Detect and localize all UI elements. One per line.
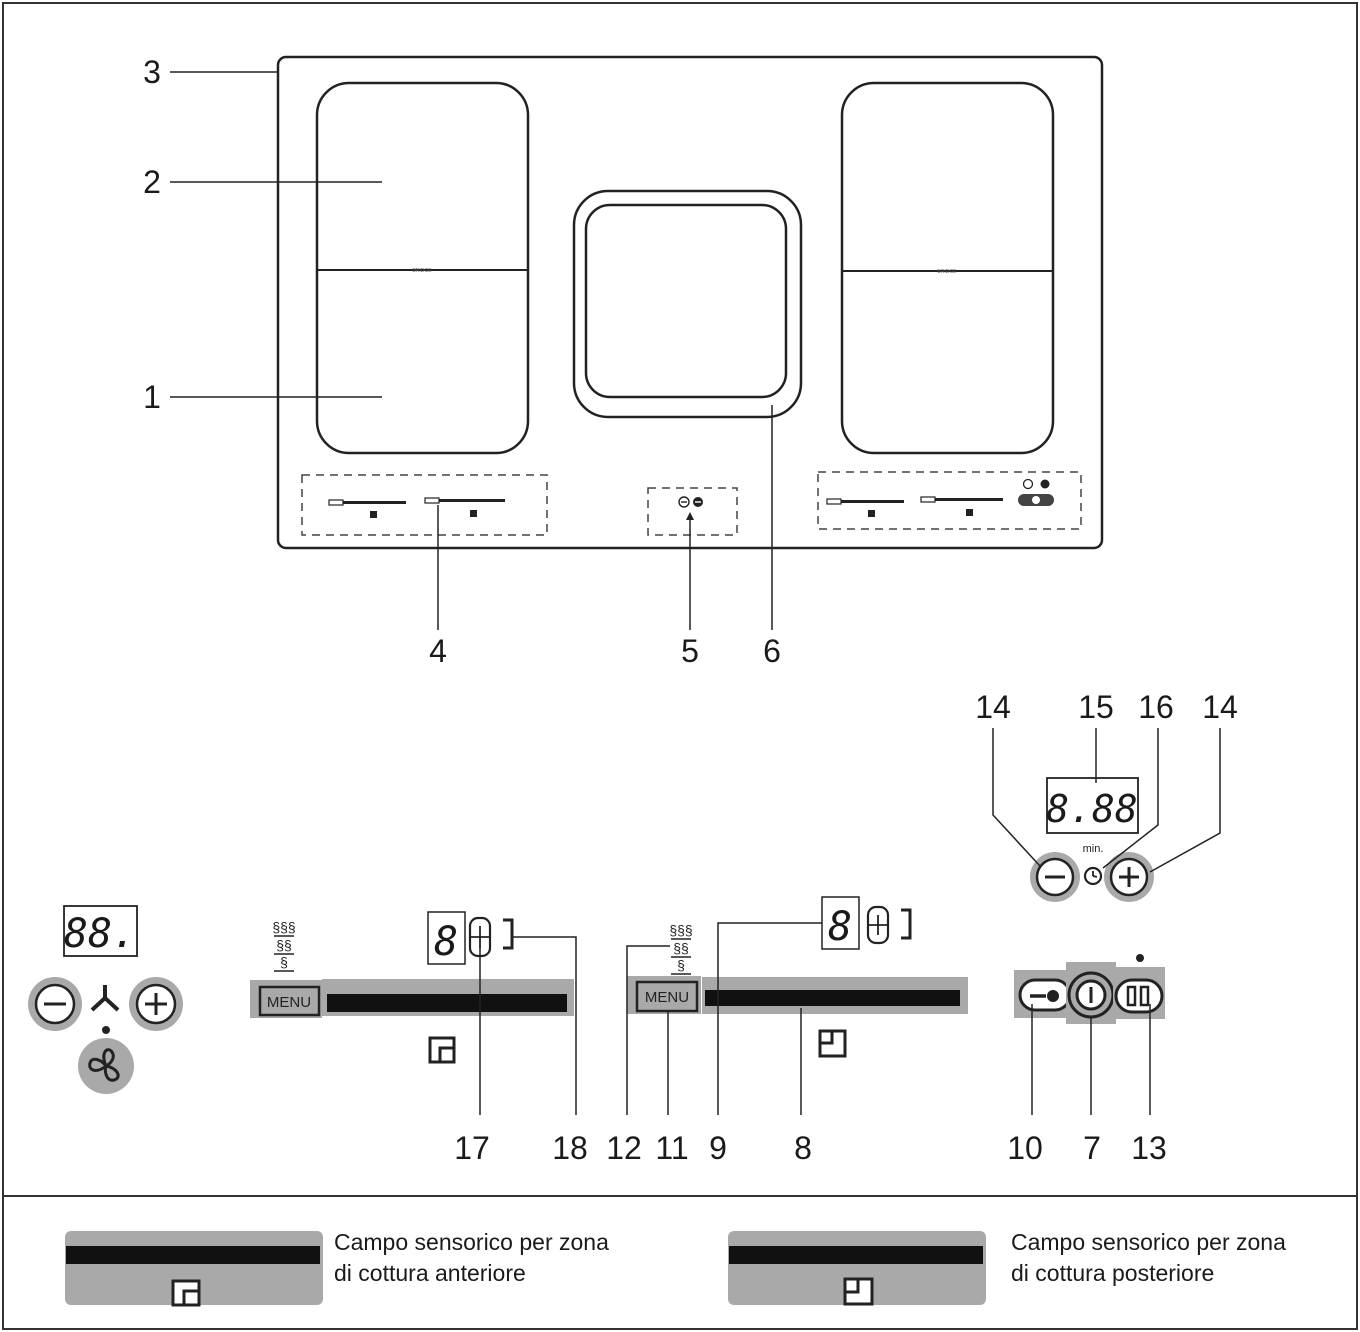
callout-17: 17 — [454, 1130, 490, 1166]
hood-control: 88. — [28, 905, 183, 1094]
pause-icon — [1126, 985, 1150, 1007]
timer-clock-icon — [1083, 866, 1103, 886]
hood-display-text: 88. — [64, 911, 136, 957]
svg-text:§§: §§ — [276, 937, 292, 953]
power-control: 10 7 13 — [1007, 954, 1167, 1166]
callout-7: 7 — [1083, 1130, 1101, 1166]
center-control-area — [647, 487, 738, 536]
left-zone-control: §§§ §§ § 8 MENU 17 18 — [250, 911, 588, 1166]
callout-10: 10 — [1007, 1130, 1043, 1166]
left-flex-zone — [315, 81, 530, 455]
right-control-area — [817, 471, 1082, 530]
callout-6: 6 — [763, 633, 781, 669]
right-zone-digit: 8 — [828, 904, 852, 950]
callout-8: 8 — [794, 1130, 812, 1166]
callout-9: 9 — [709, 1130, 727, 1166]
svg-text:BRIDGE: BRIDGE — [412, 268, 432, 274]
right-zone-display — [821, 896, 860, 950]
fan-button[interactable] — [78, 1038, 134, 1094]
timer-minus-button[interactable] — [1030, 852, 1080, 902]
ventilation-icon — [90, 985, 120, 1034]
right-menu-label: MENU — [645, 989, 689, 1006]
svg-text:§§§: §§§ — [272, 919, 295, 935]
timer-plus-button[interactable] — [1104, 852, 1154, 902]
pause-indicator-dot — [1136, 954, 1144, 962]
timer-unit-label: min. — [1083, 843, 1104, 855]
hood-plus-button[interactable] — [129, 977, 183, 1031]
lock-button[interactable] — [1014, 970, 1072, 1018]
rear-zone-icon — [843, 1277, 874, 1306]
rear-zone-icon — [818, 1029, 847, 1058]
callout-14-right: 14 — [1202, 689, 1238, 725]
top-callouts: 3 2 1 4 5 6 — [143, 54, 781, 669]
left-control-area — [301, 474, 548, 536]
callout-3: 3 — [143, 54, 161, 90]
callout-15: 15 — [1078, 689, 1114, 725]
left-menu-label: MENU — [267, 994, 311, 1011]
timer-display-text: 8.88 — [1046, 787, 1138, 831]
callout-16: 16 — [1138, 689, 1174, 725]
right-zone-timer-indicator — [866, 905, 890, 945]
callout-11: 11 — [655, 1130, 688, 1166]
callout-12: 12 — [606, 1130, 642, 1166]
svg-text:§: § — [677, 957, 685, 973]
timer-group: 8.88 min. 14 15 16 14 — [975, 689, 1238, 902]
hob-top-view: BRIDGE BRIDGE — [276, 55, 1104, 550]
fan-icon — [88, 1048, 120, 1082]
left-zone-digit: 8 — [434, 919, 458, 965]
svg-text:§: § — [280, 954, 288, 970]
timer-display — [1046, 777, 1139, 834]
callout-4: 4 — [429, 633, 447, 669]
svg-text:§§: §§ — [673, 940, 689, 956]
legend-rear — [728, 1231, 986, 1306]
right-zone-bracket — [901, 908, 912, 940]
left-zone-display — [427, 911, 466, 965]
legend-front-text: Campo sensorico per zona di cottura ante… — [334, 1229, 609, 1286]
front-zone-icon — [171, 1279, 201, 1307]
callout-1: 1 — [143, 379, 161, 415]
right-zone-control: §§§ §§ § 8 MENU — [606, 896, 968, 1166]
heat-level-icon: §§§ §§ § — [669, 922, 693, 975]
hood-minus-button[interactable] — [28, 977, 82, 1031]
hood-display — [63, 905, 138, 957]
front-zone-icon — [428, 1036, 456, 1064]
left-slider-sensor[interactable] — [322, 979, 574, 1016]
center-zone-inner — [584, 203, 788, 399]
pause-button[interactable] — [1113, 954, 1165, 1019]
legend-front — [65, 1231, 323, 1307]
key-lock-icon — [1030, 990, 1059, 1002]
heat-level-icon: §§§ §§ § — [272, 919, 296, 972]
left-zone-bracket — [503, 918, 514, 950]
legend-rear-text: Campo sensorico per zona di cottura post… — [1011, 1229, 1286, 1286]
right-menu-button[interactable]: MENU — [627, 976, 701, 1014]
callout-2: 2 — [143, 164, 161, 200]
callout-14-left: 14 — [975, 689, 1011, 725]
svg-text:§§§: §§§ — [669, 922, 692, 938]
right-slider-sensor[interactable] — [702, 977, 968, 1014]
callout-13: 13 — [1131, 1130, 1167, 1166]
callout-18: 18 — [552, 1130, 588, 1166]
power-button[interactable] — [1066, 962, 1116, 1024]
left-menu-button[interactable]: MENU — [250, 980, 322, 1018]
right-flex-zone — [840, 81, 1055, 455]
svg-text:BRIDGE: BRIDGE — [937, 269, 957, 275]
callout-5: 5 — [681, 633, 699, 669]
